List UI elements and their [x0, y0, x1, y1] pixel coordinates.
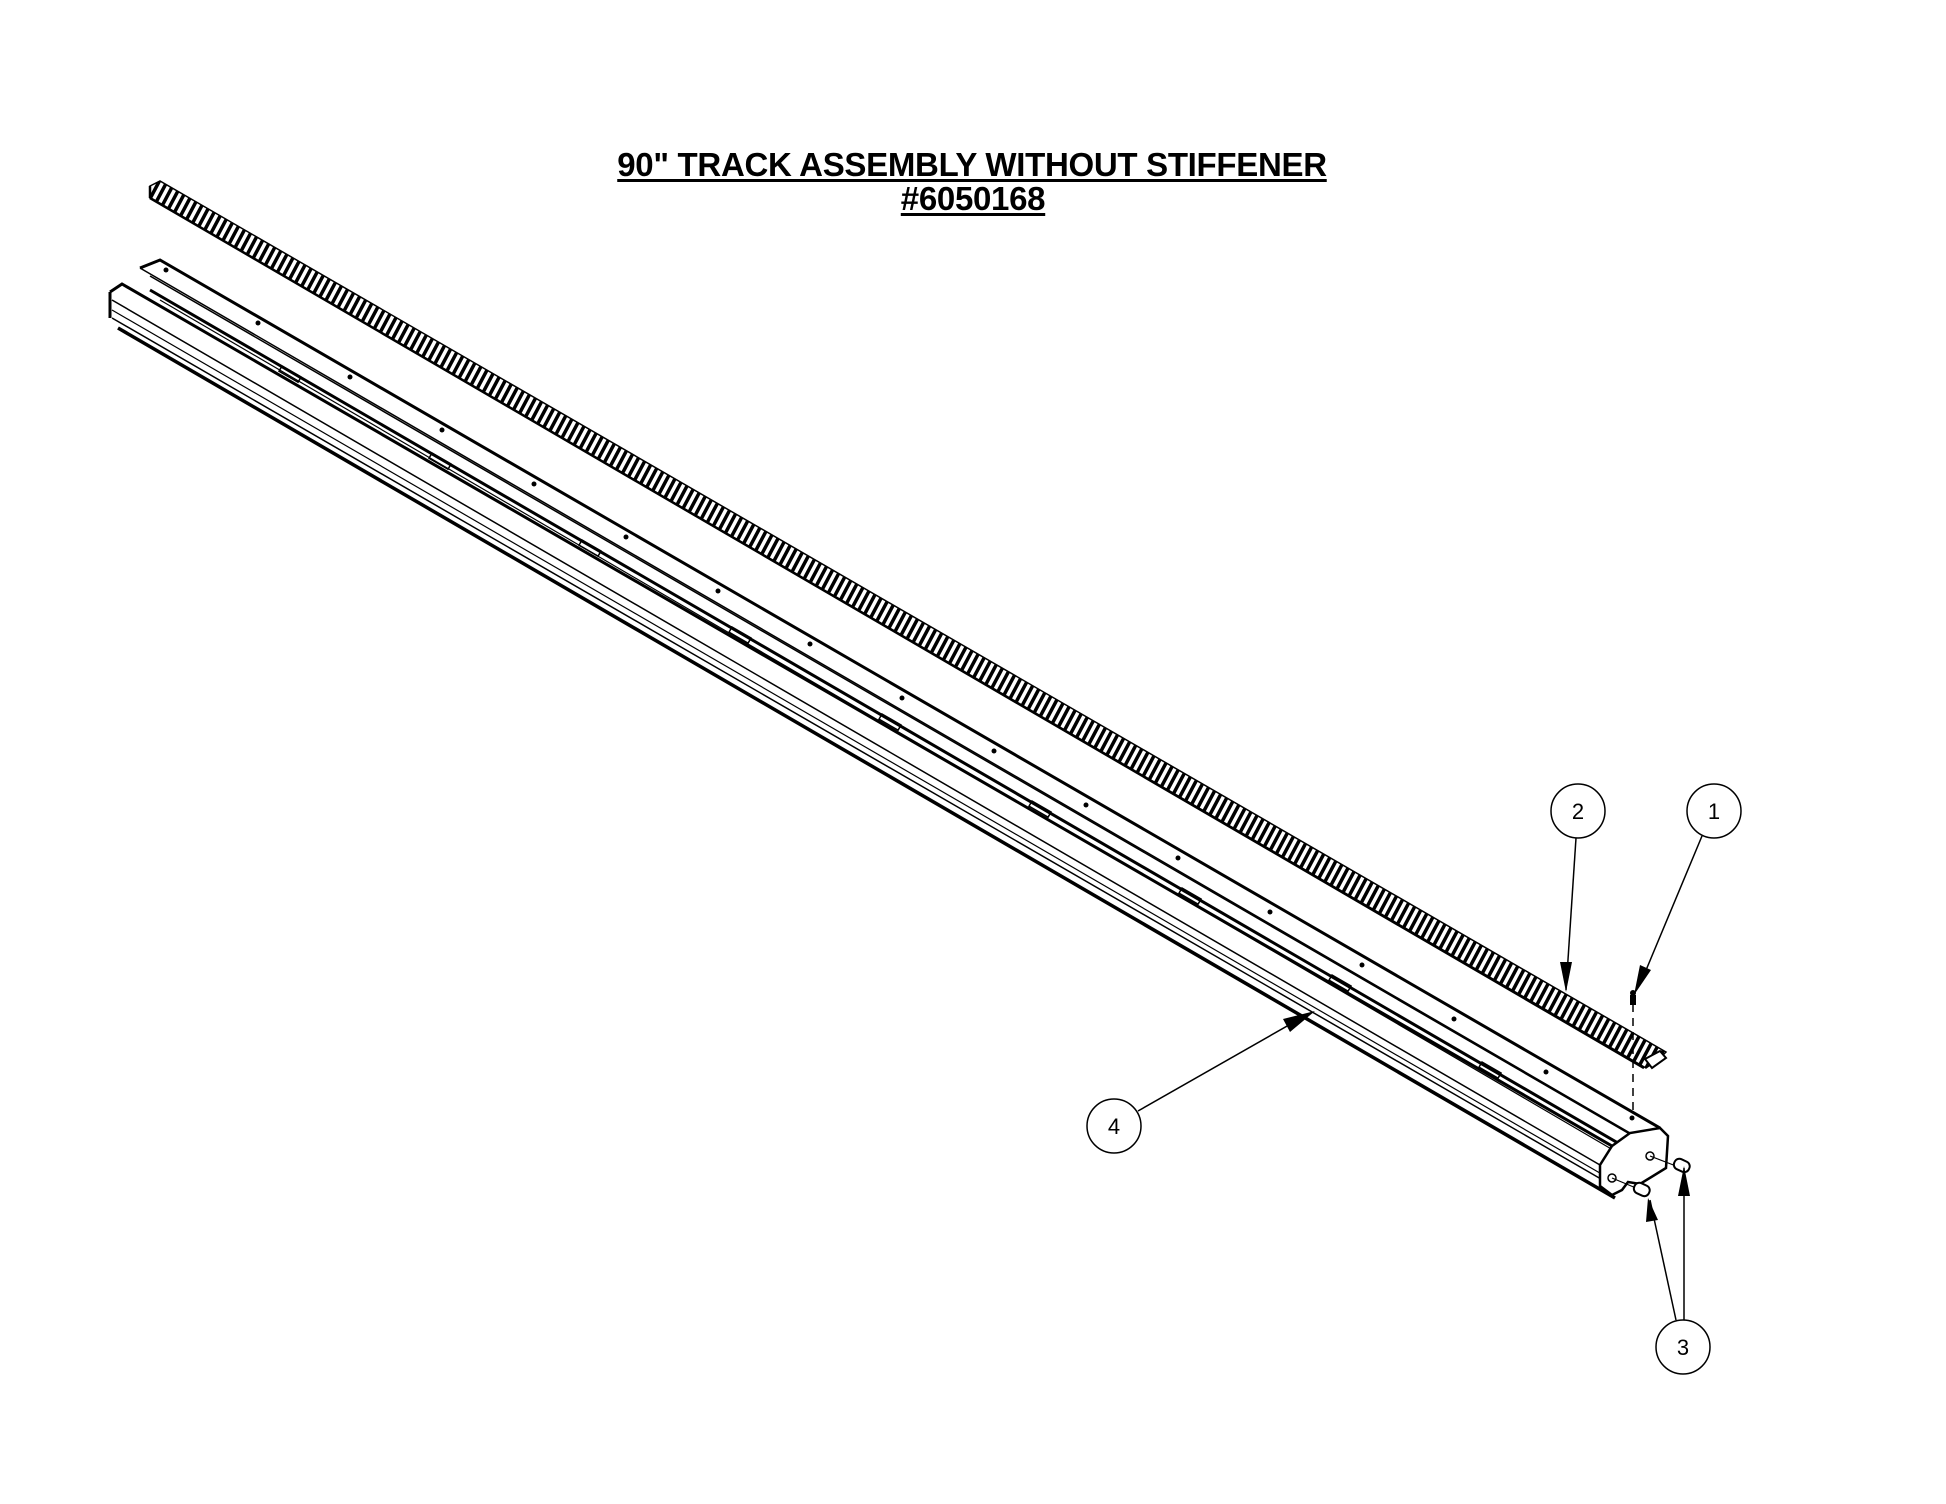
balloon-3: 3: [1646, 1166, 1711, 1375]
balloon-2: 2: [1550, 783, 1606, 992]
svg-text:4: 4: [1108, 1114, 1120, 1139]
balloon-4: 4: [1086, 1011, 1315, 1154]
track-extrusion: [108, 258, 1670, 1200]
svg-text:3: 3: [1677, 1335, 1689, 1360]
balloon-1: 1: [1634, 783, 1742, 995]
part-number: #6050168: [900, 180, 1046, 217]
gear-rack: [148, 180, 1668, 1070]
drawing-title: 90" TRACK ASSEMBLY WITHOUT STIFFENER: [617, 146, 1327, 183]
dowel-pins: [1611, 1155, 1691, 1198]
svg-text:2: 2: [1572, 799, 1584, 824]
fastener: [1630, 990, 1636, 1118]
svg-text:1: 1: [1708, 799, 1720, 824]
